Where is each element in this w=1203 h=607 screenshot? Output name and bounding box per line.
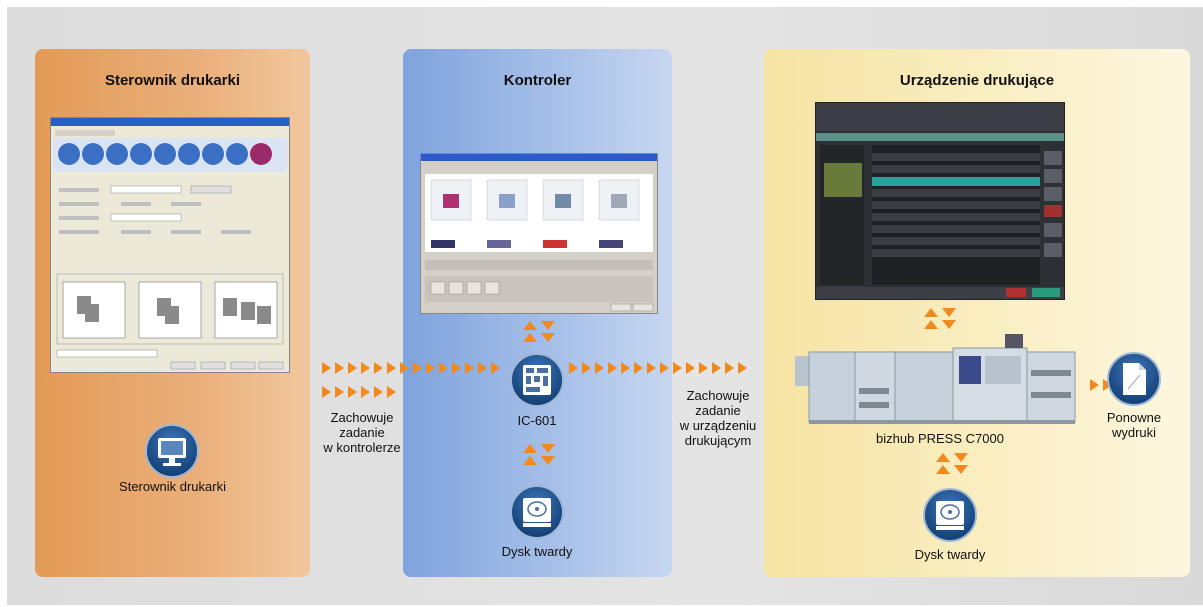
bidirectional-arrow-controller-hdd	[523, 444, 555, 465]
flow-label-to-device: Zachowuje zadanie w urządzeniu drukujący…	[663, 388, 773, 448]
arrow-chevron	[699, 362, 708, 374]
controller-board-icon	[510, 353, 564, 407]
flow-label-line: Zachowuje	[686, 388, 750, 403]
arrow-chevron	[1090, 379, 1099, 391]
arrow-chevron	[634, 362, 643, 374]
flow-label-line: w urządzeniu	[679, 418, 757, 433]
arrow-chevron	[660, 362, 669, 374]
arrow-chevron	[322, 386, 331, 398]
controller-label: IC-601	[517, 413, 557, 428]
arrow-chevron	[322, 362, 331, 374]
reprint-label: Ponowne wydruki	[1084, 410, 1184, 440]
arrow-chevron	[374, 386, 383, 398]
reprint-label-line: Ponowne	[1106, 410, 1162, 425]
printing-press-image	[795, 330, 1079, 426]
arrow-chevron	[569, 362, 578, 374]
arrow-chevron	[348, 386, 357, 398]
document-icon	[1107, 352, 1161, 406]
flow-label-to-controller: Zachowuje zadanie w kontrolerze	[302, 410, 422, 455]
arrow-chevron	[374, 362, 383, 374]
controller-software-screenshot	[420, 153, 658, 314]
arrow-chevron	[439, 362, 448, 374]
controller-hdd-label: Dysk twardy	[501, 544, 573, 559]
bidirectional-arrow-device-screen	[924, 308, 956, 329]
panel-title-driver: Sterownik drukarki	[104, 72, 241, 89]
arrow-chevron	[1103, 379, 1112, 391]
arrow-device-to-reprint	[1090, 379, 1112, 391]
arrow-chevron	[491, 362, 500, 374]
arrow-chevron	[361, 362, 370, 374]
monitor-icon	[145, 424, 199, 478]
flow-label-line: w kontrolerze	[323, 440, 401, 455]
arrow-chevron	[478, 362, 487, 374]
flow-label-line: Zachowuje	[330, 410, 394, 425]
device-label: bizhub PRESS C7000	[876, 431, 1004, 446]
arrow-chevron	[647, 362, 656, 374]
driver-label: Sterownik drukarki	[119, 479, 226, 494]
arrow-chevron	[387, 362, 396, 374]
arrow-chevron	[335, 386, 344, 398]
arrow-chevron	[400, 362, 409, 374]
arrow-chevron	[712, 362, 721, 374]
flow-label-line: zadanie	[695, 403, 741, 418]
arrow-chevron	[608, 362, 617, 374]
arrow-driver-to-controller-bottom	[322, 386, 396, 398]
arrow-chevron	[452, 362, 461, 374]
arrow-chevron	[335, 362, 344, 374]
arrow-chevron	[738, 362, 747, 374]
hard-disk-icon	[923, 488, 977, 542]
arrow-chevron	[465, 362, 474, 374]
arrow-chevron	[686, 362, 695, 374]
hard-disk-icon	[510, 485, 564, 539]
panel-title-controller: Kontroler	[503, 72, 572, 89]
device-hdd-label: Dysk twardy	[914, 547, 986, 562]
arrow-chevron	[426, 362, 435, 374]
driver-dialog-screenshot	[50, 117, 290, 373]
device-touchscreen-screenshot	[815, 102, 1065, 300]
bidirectional-arrow-device-hdd	[936, 453, 968, 474]
reprint-label-line: wydruki	[1111, 425, 1157, 440]
bidirectional-arrow-controller-screen	[523, 321, 555, 342]
arrow-controller-to-device	[569, 362, 747, 374]
flow-label-line: drukującym	[684, 433, 752, 448]
arrow-chevron	[725, 362, 734, 374]
arrow-chevron	[621, 362, 630, 374]
arrow-chevron	[582, 362, 591, 374]
flow-label-line: zadanie	[339, 425, 385, 440]
arrow-chevron	[595, 362, 604, 374]
arrow-chevron	[361, 386, 370, 398]
arrow-chevron	[413, 362, 422, 374]
arrow-chevron	[348, 362, 357, 374]
arrow-driver-to-controller-top	[322, 362, 500, 374]
panel-title-device: Urządzenie drukujące	[899, 72, 1055, 89]
arrow-chevron	[673, 362, 682, 374]
arrow-chevron	[387, 386, 396, 398]
